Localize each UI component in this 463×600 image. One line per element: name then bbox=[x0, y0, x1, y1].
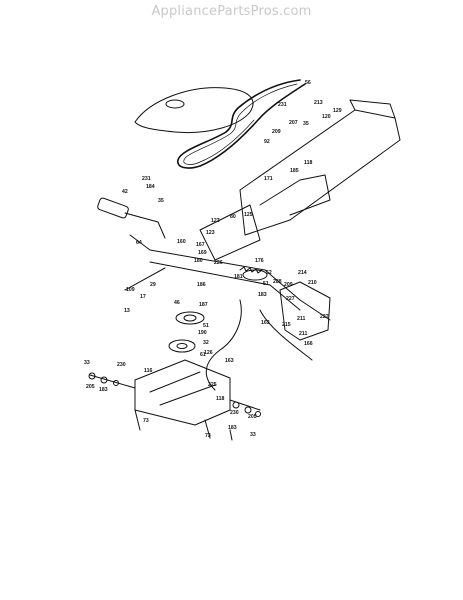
callout: 180 bbox=[194, 258, 203, 264]
callout-labels: 56 231 213 129 207 35 209 92 120 185 118… bbox=[84, 80, 342, 439]
callout: 32 bbox=[203, 340, 209, 346]
brake-pedal bbox=[97, 197, 129, 219]
callout: 169 bbox=[198, 250, 207, 256]
callout: 56 bbox=[305, 80, 311, 86]
callout: 118 bbox=[304, 160, 312, 166]
callout: 186 bbox=[197, 282, 206, 288]
callout: 116 bbox=[144, 368, 152, 374]
callout: 211 bbox=[299, 331, 307, 337]
callout: 73 bbox=[143, 418, 149, 424]
callout: 230 bbox=[230, 410, 239, 416]
callout: 167 bbox=[196, 242, 205, 248]
callout: 185 bbox=[290, 168, 299, 174]
callout: 160 bbox=[177, 239, 186, 245]
callout: 183 bbox=[228, 425, 237, 431]
cable bbox=[205, 299, 242, 391]
callout: 61 bbox=[200, 352, 206, 358]
callout: 205 bbox=[248, 414, 257, 420]
frame-rail bbox=[239, 109, 401, 236]
cross-shaft bbox=[129, 234, 331, 321]
callout: 123 bbox=[206, 230, 215, 236]
callout: 52 bbox=[266, 270, 272, 276]
callout: 222 bbox=[320, 314, 329, 320]
callout: 166 bbox=[304, 341, 313, 347]
callout: 183 bbox=[258, 292, 267, 298]
callout: 209 bbox=[284, 282, 293, 288]
callout: 171 bbox=[264, 176, 273, 182]
callout: 230 bbox=[117, 362, 126, 368]
drive-belt bbox=[177, 79, 306, 169]
callout: 46 bbox=[174, 300, 180, 306]
pulley-right bbox=[242, 269, 268, 281]
callout: 17 bbox=[140, 294, 146, 300]
watermark: AppliancePartsPros.com bbox=[151, 4, 312, 19]
callout: 35 bbox=[158, 198, 164, 204]
callout: 211 bbox=[297, 316, 305, 322]
callout: 92 bbox=[264, 139, 270, 145]
callout: 35 bbox=[303, 121, 309, 127]
callout: 51 bbox=[203, 323, 209, 329]
callout: 13 bbox=[124, 308, 130, 314]
callout: 176 bbox=[255, 258, 264, 264]
callout: 231 bbox=[278, 102, 287, 108]
callout: 51 bbox=[263, 281, 269, 287]
callout: 80 bbox=[230, 214, 236, 220]
callout: 214 bbox=[298, 270, 307, 276]
callout: 226 bbox=[214, 260, 223, 266]
callout: 183 bbox=[99, 387, 108, 393]
callout: 205 bbox=[86, 384, 95, 390]
callout: 209 bbox=[272, 129, 281, 135]
callout: 33 bbox=[84, 360, 90, 366]
callout: 215 bbox=[282, 322, 291, 328]
callout: 163 bbox=[225, 358, 234, 364]
deck-outline bbox=[134, 87, 254, 134]
callout: 225 bbox=[208, 382, 217, 388]
callout: 210 bbox=[308, 280, 317, 286]
brake-rod bbox=[124, 267, 166, 291]
callout: 42 bbox=[122, 189, 128, 195]
callout: 118 bbox=[216, 396, 224, 402]
callout: 213 bbox=[314, 100, 323, 106]
callout: 231 bbox=[142, 176, 151, 182]
callout: 33 bbox=[250, 432, 256, 438]
callout: 207 bbox=[289, 120, 298, 126]
callout: 163 bbox=[261, 320, 270, 326]
pulley-upper bbox=[175, 311, 205, 325]
callout: 120 bbox=[322, 114, 331, 120]
callout: 123 bbox=[211, 218, 220, 224]
callout: 125 bbox=[244, 212, 253, 218]
callout: 227 bbox=[286, 296, 295, 302]
callout: 288 bbox=[273, 279, 282, 285]
axle-left bbox=[89, 374, 136, 389]
shift-bracket bbox=[279, 281, 331, 341]
callout: 129 bbox=[333, 108, 342, 114]
deck-hole bbox=[165, 99, 185, 109]
callout: 109 bbox=[126, 287, 135, 293]
callout: 190 bbox=[198, 330, 207, 336]
callout: 187 bbox=[199, 302, 208, 308]
callout: 181 bbox=[234, 274, 243, 280]
callout: 73 bbox=[205, 433, 211, 439]
callout: 64 bbox=[136, 240, 142, 246]
callout: 184 bbox=[146, 184, 155, 190]
callout: 29 bbox=[150, 282, 156, 288]
spring bbox=[239, 266, 263, 274]
pulley-lower bbox=[168, 339, 196, 353]
callout: 126 bbox=[204, 350, 213, 356]
